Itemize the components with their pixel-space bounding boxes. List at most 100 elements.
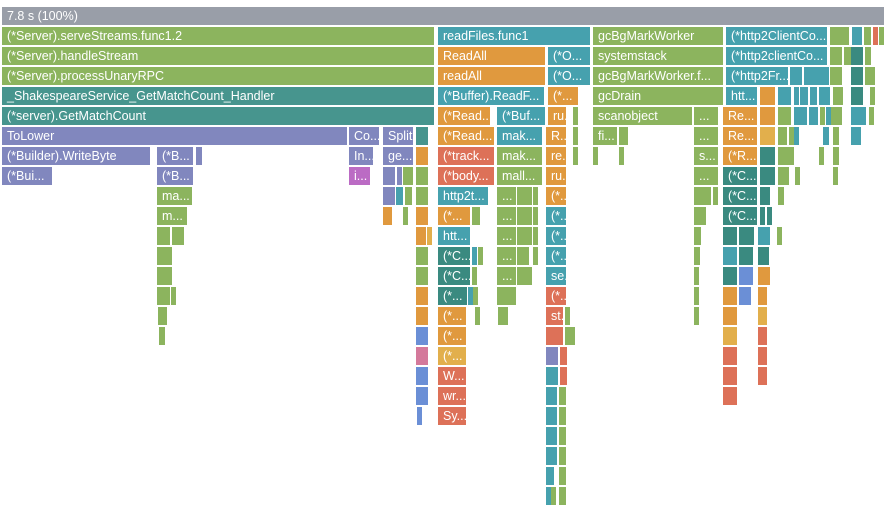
flame-bar[interactable] <box>723 247 737 265</box>
flame-bar[interactable] <box>739 287 751 305</box>
flame-bar[interactable] <box>851 87 863 105</box>
flame-bar[interactable]: (*Server).handleStream <box>2 47 434 65</box>
flame-bar[interactable] <box>823 127 829 145</box>
flame-bar[interactable] <box>533 227 538 245</box>
flame-bar[interactable]: gcBgMarkWorker <box>593 27 723 45</box>
flame-bar[interactable] <box>778 167 789 185</box>
flame-bar[interactable] <box>760 87 775 105</box>
flame-bar[interactable] <box>739 227 754 245</box>
flame-bar[interactable] <box>403 167 408 185</box>
flame-bar[interactable] <box>830 47 842 65</box>
flame-bar[interactable]: (*... <box>548 87 578 105</box>
flame-bar[interactable] <box>694 227 701 245</box>
flame-bar[interactable]: http2t... <box>438 187 488 205</box>
flame-bar[interactable] <box>833 167 838 185</box>
flame-bar[interactable] <box>758 327 767 345</box>
flame-bar[interactable]: Re... <box>723 127 757 145</box>
flame-bar[interactable] <box>713 187 718 205</box>
flame-bar[interactable] <box>694 287 699 305</box>
flame-bar[interactable] <box>864 27 871 45</box>
flame-bar[interactable] <box>869 107 874 125</box>
flame-bar[interactable] <box>179 227 184 245</box>
flame-bar[interactable] <box>760 167 775 185</box>
flame-bar[interactable] <box>758 247 769 265</box>
flame-bar[interactable] <box>856 127 861 145</box>
flame-bar[interactable] <box>383 207 392 225</box>
flame-bar[interactable] <box>468 287 473 305</box>
flame-bar[interactable]: (*server).GetMatchCount <box>2 107 434 125</box>
flame-bar[interactable]: (*C... <box>723 167 757 185</box>
flame-bar[interactable] <box>517 227 532 245</box>
flame-bar[interactable]: se... <box>546 267 566 285</box>
flame-bar[interactable]: (*C... <box>438 247 470 265</box>
flame-bar[interactable]: ... <box>497 267 516 285</box>
flame-bar[interactable]: gcDrain <box>593 87 723 105</box>
flame-bar[interactable] <box>758 287 767 305</box>
flame-bar[interactable]: (*track... <box>438 147 494 165</box>
flame-bar[interactable] <box>573 127 578 145</box>
flame-bar[interactable] <box>475 307 480 325</box>
flame-bar[interactable] <box>870 87 875 105</box>
flame-bar[interactable]: W... <box>438 367 466 385</box>
flame-bar[interactable] <box>383 167 395 185</box>
flame-bar[interactable]: R... <box>546 127 566 145</box>
flame-bar[interactable]: (*body... <box>438 167 494 185</box>
flame-bar[interactable] <box>794 107 807 125</box>
flame-bar[interactable] <box>851 67 863 85</box>
flame-bar[interactable]: (*Read... <box>438 127 494 145</box>
flame-bar[interactable] <box>694 307 699 325</box>
flame-bar[interactable]: (*http2clientCo... <box>726 47 827 65</box>
flame-bar[interactable]: (*C... <box>723 207 757 225</box>
flame-bar[interactable] <box>416 347 428 365</box>
flame-bar[interactable] <box>416 327 428 345</box>
flame-bar[interactable] <box>533 187 538 205</box>
flame-bar[interactable]: ru... <box>546 167 566 185</box>
flame-bar[interactable] <box>844 47 849 65</box>
flame-bar[interactable] <box>416 207 428 225</box>
flame-bar[interactable]: (*... <box>438 287 467 305</box>
flame-bar[interactable] <box>865 47 871 65</box>
flame-bar[interactable] <box>723 267 737 285</box>
flame-bar[interactable] <box>777 227 782 245</box>
flame-bar[interactable] <box>497 287 516 305</box>
flame-bar[interactable] <box>851 107 856 125</box>
flame-bar[interactable] <box>870 67 875 85</box>
flame-bar[interactable] <box>159 327 165 345</box>
flame-bar[interactable] <box>819 147 824 165</box>
flame-bar[interactable]: (*Bui... <box>2 167 52 185</box>
flame-bar[interactable]: ... <box>497 227 516 245</box>
flame-bar[interactable]: scanobject <box>593 107 692 125</box>
flame-bar[interactable]: (*... <box>546 247 566 265</box>
flame-bar[interactable]: (*... <box>546 287 566 305</box>
flame-bar[interactable] <box>830 67 842 85</box>
flame-bar[interactable] <box>778 147 794 165</box>
flame-bar[interactable] <box>546 427 557 445</box>
flame-bar[interactable]: gcBgMarkWorker.f... <box>593 67 723 85</box>
flame-bar[interactable]: _ShakespeareService_GetMatchCount_Handle… <box>2 87 434 105</box>
flame-bar[interactable] <box>723 327 737 345</box>
flame-bar[interactable]: ... <box>497 247 516 265</box>
flame-bar[interactable] <box>794 87 799 105</box>
flame-bar[interactable] <box>723 307 737 325</box>
flame-bar[interactable] <box>473 287 478 305</box>
flame-bar[interactable]: (*... <box>546 187 566 205</box>
flame-bar[interactable] <box>472 267 477 285</box>
flame-bar[interactable] <box>619 127 628 145</box>
flame-bar[interactable]: Split <box>383 127 413 145</box>
flame-bar[interactable]: (*Buf... <box>497 107 545 125</box>
flame-bar[interactable] <box>767 207 772 225</box>
flame-bar[interactable] <box>851 127 856 145</box>
flame-bar[interactable] <box>416 387 428 405</box>
flame-bar[interactable] <box>739 267 753 285</box>
flame-bar[interactable] <box>819 87 830 105</box>
flame-bar[interactable]: mak... <box>497 127 542 145</box>
flame-bar[interactable] <box>517 247 529 265</box>
flame-bar[interactable] <box>723 387 737 405</box>
flame-bar[interactable] <box>830 27 849 45</box>
flame-bar[interactable] <box>694 267 699 285</box>
flame-bar[interactable] <box>723 227 737 245</box>
flame-bar[interactable] <box>847 47 852 65</box>
flame-bar[interactable]: ... <box>497 187 516 205</box>
flame-bar[interactable] <box>833 87 843 105</box>
flame-bar[interactable]: Co... <box>349 127 379 145</box>
